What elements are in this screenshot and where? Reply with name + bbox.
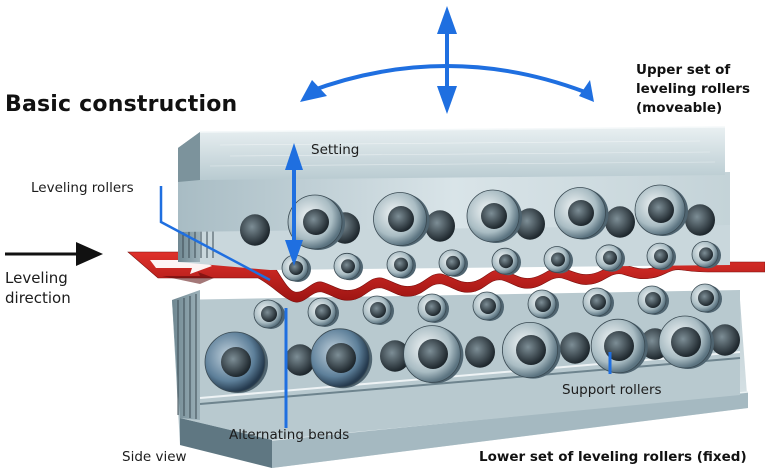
alternating-bends-label: Alternating bends [229, 427, 350, 443]
upper-work-roller [438, 249, 468, 277]
upper-work-roller [491, 247, 521, 276]
side-view-label: Side view [122, 449, 187, 465]
lower-work-roller [253, 299, 285, 329]
upper-set-label: Upper set of leveling rollers (moveable) [636, 61, 750, 118]
lower-work-roller [417, 293, 449, 323]
upper-set-label-line-3: (moveable) [636, 100, 723, 116]
upper-top-plate [178, 126, 726, 182]
upper-support-roller [287, 194, 345, 250]
upper-work-roller [333, 252, 363, 281]
upper-set-label-line-1: Upper set of [636, 62, 731, 78]
lower-work-roller [472, 291, 504, 321]
lower-housing-hole [465, 336, 495, 368]
lower-support-roller [310, 328, 373, 389]
upper-work-roller [543, 246, 573, 274]
diagram-title: Basic construction [5, 92, 238, 117]
lower-work-roller [690, 283, 722, 313]
setting-label: Setting [311, 142, 360, 158]
upper-support-roller [466, 189, 522, 243]
lower-work-rollers [253, 283, 722, 329]
upper-set-label-line-2: leveling rollers [636, 81, 751, 97]
upper-support-rollers [240, 184, 715, 250]
lower-housing-hole [285, 344, 315, 376]
support-rollers-label: Support rollers [562, 382, 662, 398]
lower-support-roller [204, 331, 268, 393]
lower-support-roller [403, 325, 464, 384]
lower-work-roller [527, 289, 559, 319]
leveling-rollers-label: Leveling rollers [31, 180, 134, 196]
upper-work-roller [595, 244, 625, 272]
upper-support-roller [634, 184, 688, 236]
adjust-arrows-icon [300, 6, 594, 114]
leveling-direction-line-2: direction [5, 289, 71, 307]
direction-arrow-icon [5, 242, 103, 266]
lower-work-roller [307, 297, 339, 327]
upper-housing-hole [685, 204, 715, 236]
upper-housing-hole [605, 206, 635, 238]
lower-work-roller [637, 285, 669, 315]
upper-housing-hole [425, 210, 455, 242]
lower-support-roller [590, 318, 648, 374]
lower-work-roller [582, 287, 614, 317]
lower-housing-hole [560, 332, 590, 364]
upper-work-roller [646, 242, 676, 271]
lower-support-roller [658, 315, 714, 369]
lower-support-rollers [204, 315, 740, 393]
upper-support-roller [554, 187, 609, 240]
lower-support-roller [501, 321, 561, 379]
upper-housing-hole [515, 208, 545, 240]
setting-arrow-icon [285, 143, 303, 266]
leveling-rollers-leader-line [159, 186, 271, 282]
upper-work-roller [386, 251, 416, 279]
upper-work-roller [691, 240, 721, 269]
lower-work-roller [362, 295, 394, 325]
leveling-direction-line-1: Leveling [5, 269, 68, 287]
upper-support-roller [373, 192, 430, 247]
upper-housing-hole [240, 214, 270, 246]
lower-housing-hole [710, 324, 740, 356]
leveling-direction-label: Leveling direction [5, 268, 71, 308]
lower-set-label: Lower set of leveling rollers (fixed) [479, 449, 747, 465]
upper-work-rollers [281, 240, 721, 282]
lower-housing-hole [380, 340, 410, 372]
